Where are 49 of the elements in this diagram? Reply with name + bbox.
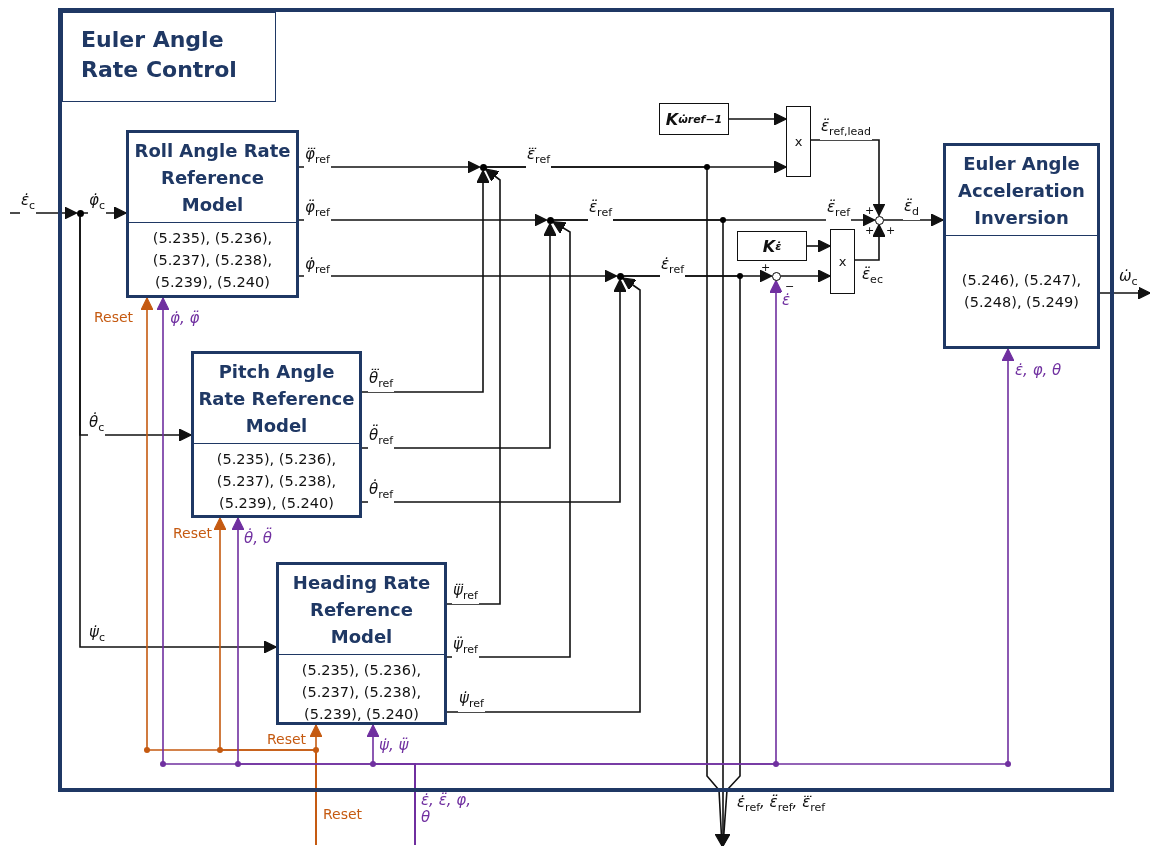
sign-label: + [885, 223, 897, 239]
signal-arrow [446, 221, 571, 658]
block-box [191, 351, 362, 518]
signal-arrow [361, 222, 557, 449]
signal-arrow [82, 206, 127, 220]
sign-label: + [760, 260, 772, 276]
signal-arrow [298, 213, 548, 227]
subsystem-frame [58, 8, 1114, 792]
block-title: Roll Angle Rate Reference Model [133, 139, 292, 217]
sign-label: + [864, 223, 876, 239]
signal-arrow [446, 277, 641, 713]
signal-arrow [810, 139, 886, 217]
summing-junction [874, 215, 884, 225]
junction-dot [76, 209, 84, 217]
signal-arrow [728, 112, 787, 126]
signal-arrow [361, 278, 627, 503]
junction-dot [546, 216, 554, 224]
block-title: Heading Rate Reference Model [291, 571, 432, 649]
block-box [943, 143, 1100, 349]
signal-arrow [361, 169, 490, 393]
signal-arrow [446, 168, 501, 605]
signal-arrow [882, 213, 944, 227]
signal-arrow [779, 269, 831, 283]
equation-references: (5.235), (5.236), (5.237), (5.238), (5.239), (5.240) [129, 222, 296, 297]
equation-references: (5.246), (5.247), (5.248), (5.249) [946, 235, 1097, 346]
block-box [276, 562, 447, 725]
signal-arrow [806, 239, 831, 253]
signal-arrow [414, 348, 1015, 846]
junction-dot [616, 272, 624, 280]
sign-label: + [864, 203, 876, 219]
signal-label: ε̈$_{ref}$ [826, 199, 852, 221]
sign-label: − [784, 279, 796, 293]
signal-arrow [1099, 286, 1151, 300]
signal-arrow [309, 724, 323, 846]
signal-arrow [9, 206, 78, 220]
signal-arrow [298, 269, 618, 283]
equation-references: (5.235), (5.236), (5.237), (5.238), (5.239), (5.240) [194, 443, 359, 518]
equation-references: (5.235), (5.236), (5.237), (5.238), (5.239), (5.240) [279, 654, 444, 729]
block-title: Pitch Angle Rate Reference Model [197, 360, 356, 438]
multiplier-block: x [830, 229, 855, 294]
signal-arrow [854, 223, 886, 261]
block-box [126, 130, 299, 298]
multiplier-block: x [786, 106, 811, 177]
junction-dot [479, 163, 487, 171]
signal-arrow [622, 275, 741, 847]
block-title: Euler Angle Acceleration Inversion [957, 152, 1086, 230]
subsystem-title: Euler Angle Rate Control [62, 12, 276, 102]
summing-junction [771, 271, 781, 281]
signal-arrow [79, 215, 277, 654]
